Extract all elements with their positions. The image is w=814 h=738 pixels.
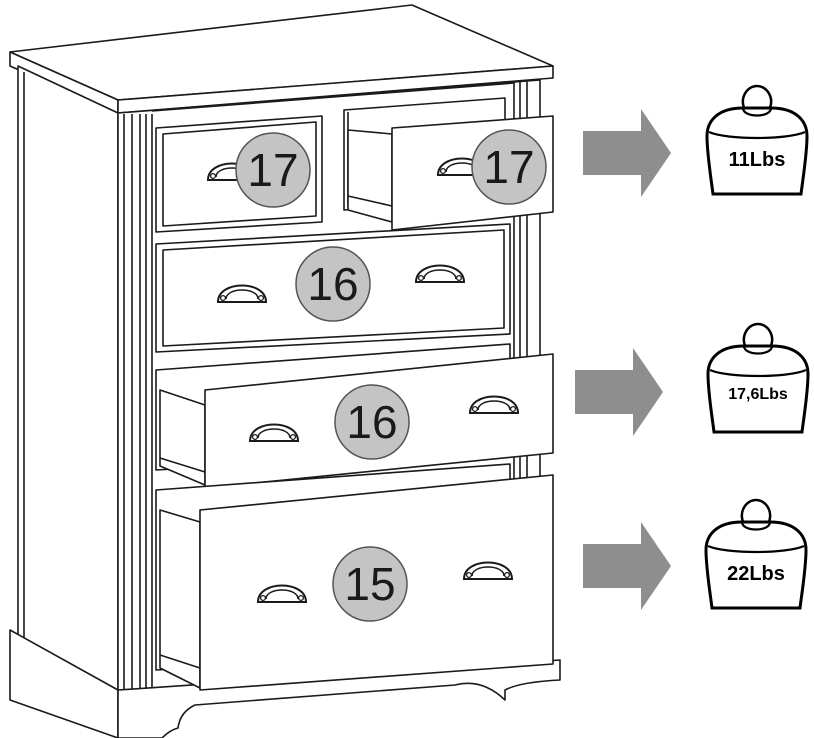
part-number: 15 [344, 558, 395, 610]
part-badge: 16 [295, 246, 371, 322]
part-badge: 17 [471, 129, 547, 205]
weight-icon [704, 498, 808, 610]
right-arrow-icon [583, 522, 671, 610]
weight-17-6: 17,6Lbs [706, 322, 810, 434]
part-badge: 17 [235, 132, 311, 208]
weight-11: 11Lbs [705, 84, 809, 196]
weight-22: 22Lbs [704, 498, 808, 610]
part-badge: 16 [334, 384, 410, 460]
part-number: 16 [346, 396, 397, 448]
weight-label: 22Lbs [727, 563, 785, 585]
weight-label: 17,6Lbs [728, 386, 788, 403]
part-number: 16 [307, 258, 358, 310]
weight-icon [706, 322, 810, 434]
weight-label: 11Lbs [729, 149, 786, 171]
right-arrow-icon [583, 109, 671, 197]
dresser-top [9, 4, 554, 114]
right-arrow-icon [575, 348, 663, 436]
part-badge: 15 [332, 546, 408, 622]
part-number: 17 [247, 144, 298, 196]
part-number: 17 [483, 141, 534, 193]
dresser-base [9, 629, 561, 738]
weight-icon [705, 84, 809, 196]
